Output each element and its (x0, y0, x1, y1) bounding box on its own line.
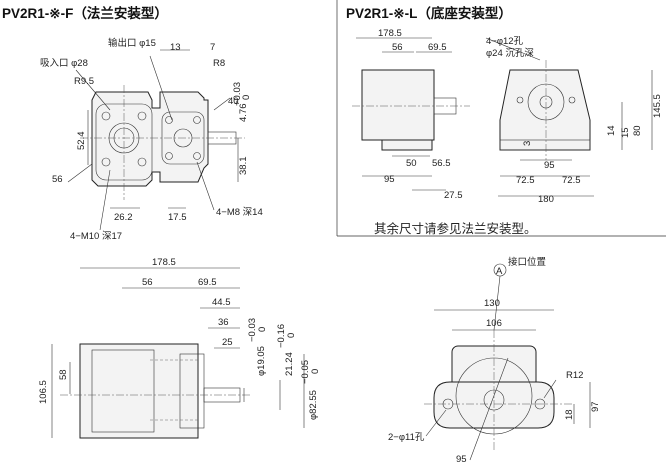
label-phi-19-05-up: 0 (257, 327, 268, 332)
label-178-5-foot: 178.5 (378, 28, 402, 39)
label-95: 95 (456, 454, 467, 465)
label-56: 56 (52, 174, 63, 185)
port-marker-letter: A (496, 266, 503, 277)
label-outlet: 输出口 φ15 (108, 37, 156, 49)
label-port-pos: 接口位置 (508, 256, 546, 268)
label-27-5: 27.5 (444, 190, 463, 201)
foot-type-title: PV2R1-※-L（底座安装型） (346, 6, 512, 21)
m8-hole-3 (165, 152, 173, 160)
label-inlet: 吸入口 φ28 (40, 58, 88, 69)
foot-front-plate (499, 139, 591, 151)
front-hole-2 (534, 398, 546, 410)
foot-body (361, 69, 435, 141)
label-178-5-side: 178.5 (152, 257, 176, 268)
label-52-4: 52.4 (76, 132, 87, 151)
leader-port (493, 275, 501, 331)
label-97: 97 (590, 401, 601, 412)
label-50: 50 (406, 158, 417, 169)
label-145-5: 145.5 (652, 94, 663, 118)
label-r8: R8 (213, 58, 225, 69)
label-4-76: 4.76 (238, 104, 249, 123)
label-hole-12: 4−φ12孔 (486, 36, 524, 47)
leader-m8 (196, 161, 215, 211)
label-72-5-a: 72.5 (516, 175, 535, 186)
label-26-2: 26.2 (114, 212, 133, 223)
reference-note: 其余尺寸请参见法兰安装型。 (374, 221, 537, 236)
foot-front-bolt-2 (568, 96, 576, 104)
leader-95 (469, 357, 509, 461)
label-cb-24: φ24 沉孔深 (486, 48, 534, 59)
label-r95: R9.5 (74, 76, 94, 87)
label-21-24: 21.24 (284, 352, 295, 376)
m10-hole-1 (101, 111, 111, 121)
label-18: 18 (564, 409, 575, 420)
label-phi-19-05: φ19.05 (256, 346, 267, 376)
label-56-side: 56 (142, 277, 153, 288)
label-106-5: 106.5 (38, 380, 49, 404)
label-38-1: 38.1 (238, 157, 249, 176)
label-95b: 95 (544, 160, 555, 171)
label-3: 3 (522, 141, 533, 146)
foot-front-bolt-1 (516, 96, 524, 104)
label-130: 130 (484, 298, 500, 309)
label-72-5-b: 72.5 (562, 175, 581, 186)
leader-holes (425, 409, 447, 437)
label-69-5-side: 69.5 (198, 277, 217, 288)
m10-hole-2 (137, 111, 147, 121)
label-95-foot: 95 (384, 174, 395, 185)
label-40: 40 (228, 96, 239, 107)
label-m8: 4−M8 深14 (216, 207, 263, 218)
label-25: 25 (222, 337, 233, 348)
leader-outlet (149, 55, 173, 121)
label-80: 80 (632, 125, 643, 136)
label-m10: 4−M10 深17 (70, 231, 122, 242)
label-4-76-up: +0.03 (232, 82, 243, 106)
flange-type-title: PV2R1-※-F（法兰安装型） (2, 6, 168, 21)
label-106: 106 (486, 318, 502, 329)
m8-hole-1 (165, 116, 173, 124)
leader-m10 (99, 169, 111, 231)
leader-r12 (543, 379, 557, 399)
label-14: 14 (606, 125, 617, 136)
label-r12: R12 (566, 370, 583, 381)
label-phi-82-55: φ82.55 (308, 390, 319, 420)
label-phi-82-55-up: 0 (310, 369, 321, 374)
label-phi-19-05-dn: −0.03 (247, 318, 258, 342)
leader-56 (67, 163, 93, 183)
leader-holes-foot (485, 37, 541, 61)
label-56-5: 56.5 (432, 158, 451, 169)
port-marker-circle (493, 263, 507, 277)
label-36: 36 (218, 317, 229, 328)
label-21-24-up: 0 (286, 333, 297, 338)
label-15: 15 (620, 127, 631, 138)
label-holes: 2−φ11孔 (388, 432, 425, 443)
leader-40 (213, 97, 231, 111)
label-56-foot: 56 (392, 42, 403, 53)
leader-inlet (75, 69, 111, 111)
label-58: 58 (58, 369, 69, 380)
side-body (79, 343, 199, 439)
side-cover (91, 349, 155, 433)
m8-hole-2 (193, 116, 201, 124)
label-4-76-dn: 0 (241, 95, 252, 100)
label-phi-82-55-dn: −0.05 (300, 360, 311, 384)
label-44-5: 44.5 (212, 297, 231, 308)
m10-hole-3 (101, 157, 111, 167)
label-13: 13 (170, 42, 181, 53)
foot-view-side: 178.5 56 69.5 50 56.5 95 27.5 (352, 28, 470, 201)
foot-base (381, 139, 433, 151)
label-180: 180 (538, 194, 554, 205)
m8-hole-4 (193, 152, 201, 160)
label-21-24-dn: −0.16 (276, 324, 287, 348)
front-view: A 接口位置 130 106 R12 97 18 2−φ11孔 95 (388, 256, 601, 465)
foot-view-front: 4−φ12孔 φ24 沉孔深 145.5 80 15 14 3 95 72.5 … (485, 36, 663, 205)
foot-front-body (499, 69, 591, 151)
label-69-5-foot: 69.5 (428, 42, 447, 53)
label-7: 7 (210, 42, 215, 53)
side-view: 178.5 56 69.5 44.5 36 25 58 106.5 φ19.05… (38, 257, 321, 439)
flange-view: 输出口 φ15 吸入口 φ28 R9.5 13 7 R8 40 4.76 +0.… (40, 37, 263, 242)
m10-hole-4 (137, 157, 147, 167)
label-17-5: 17.5 (168, 212, 187, 223)
